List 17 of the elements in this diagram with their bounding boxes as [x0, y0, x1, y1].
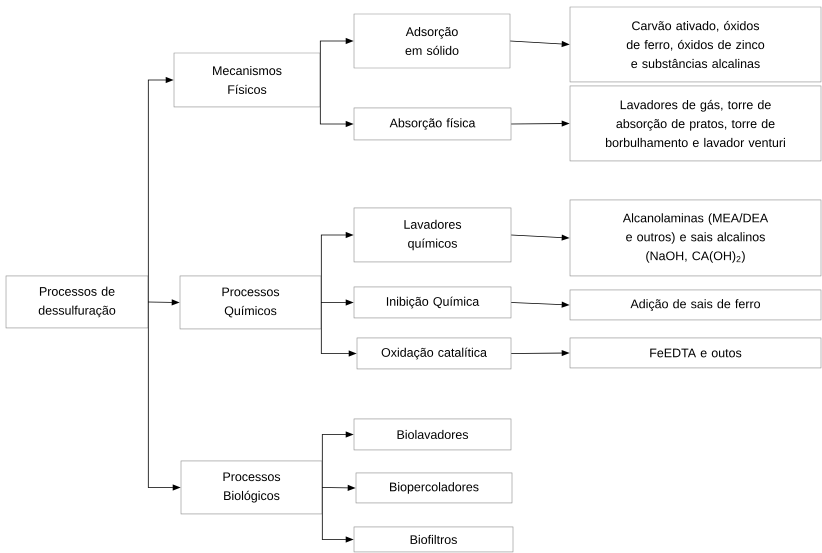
process-box: Inibição Química	[354, 286, 512, 318]
process-box: Lavadores químicos	[354, 208, 512, 262]
process-box: Processos Biológicos	[180, 460, 322, 514]
process-box: Processos Químicos	[180, 276, 322, 330]
process-box: Lavadores de gás, torre de absorção de pratos, torre de borbulhamento e lavador venturi	[570, 86, 822, 162]
process-box: Oxidação catalítica	[356, 338, 512, 370]
process-box: FeEDTA e outos	[570, 338, 822, 368]
process-box: Alcanolaminas (MEA/DEA e outros) e sais alcalinos (NaOH, CA(OH)$_{2}$)	[570, 200, 822, 276]
process-box: Biofiltros	[354, 526, 514, 552]
process-box: Processos de dessulfuração	[6, 276, 148, 328]
process-box: Biopercoladores	[356, 472, 512, 504]
process-box: Mecanismos Físicos	[174, 52, 320, 108]
process-box: Carvão ativado, óxidos de ferro, óxidos de zinco e substâncias alcalinas	[570, 6, 822, 82]
process-box: Absorção física	[354, 108, 512, 140]
process-box: Adição de sais de ferro	[570, 290, 822, 320]
process-box: Adsorção em sólido	[354, 14, 510, 68]
process-box: Biolavadores	[354, 418, 512, 450]
